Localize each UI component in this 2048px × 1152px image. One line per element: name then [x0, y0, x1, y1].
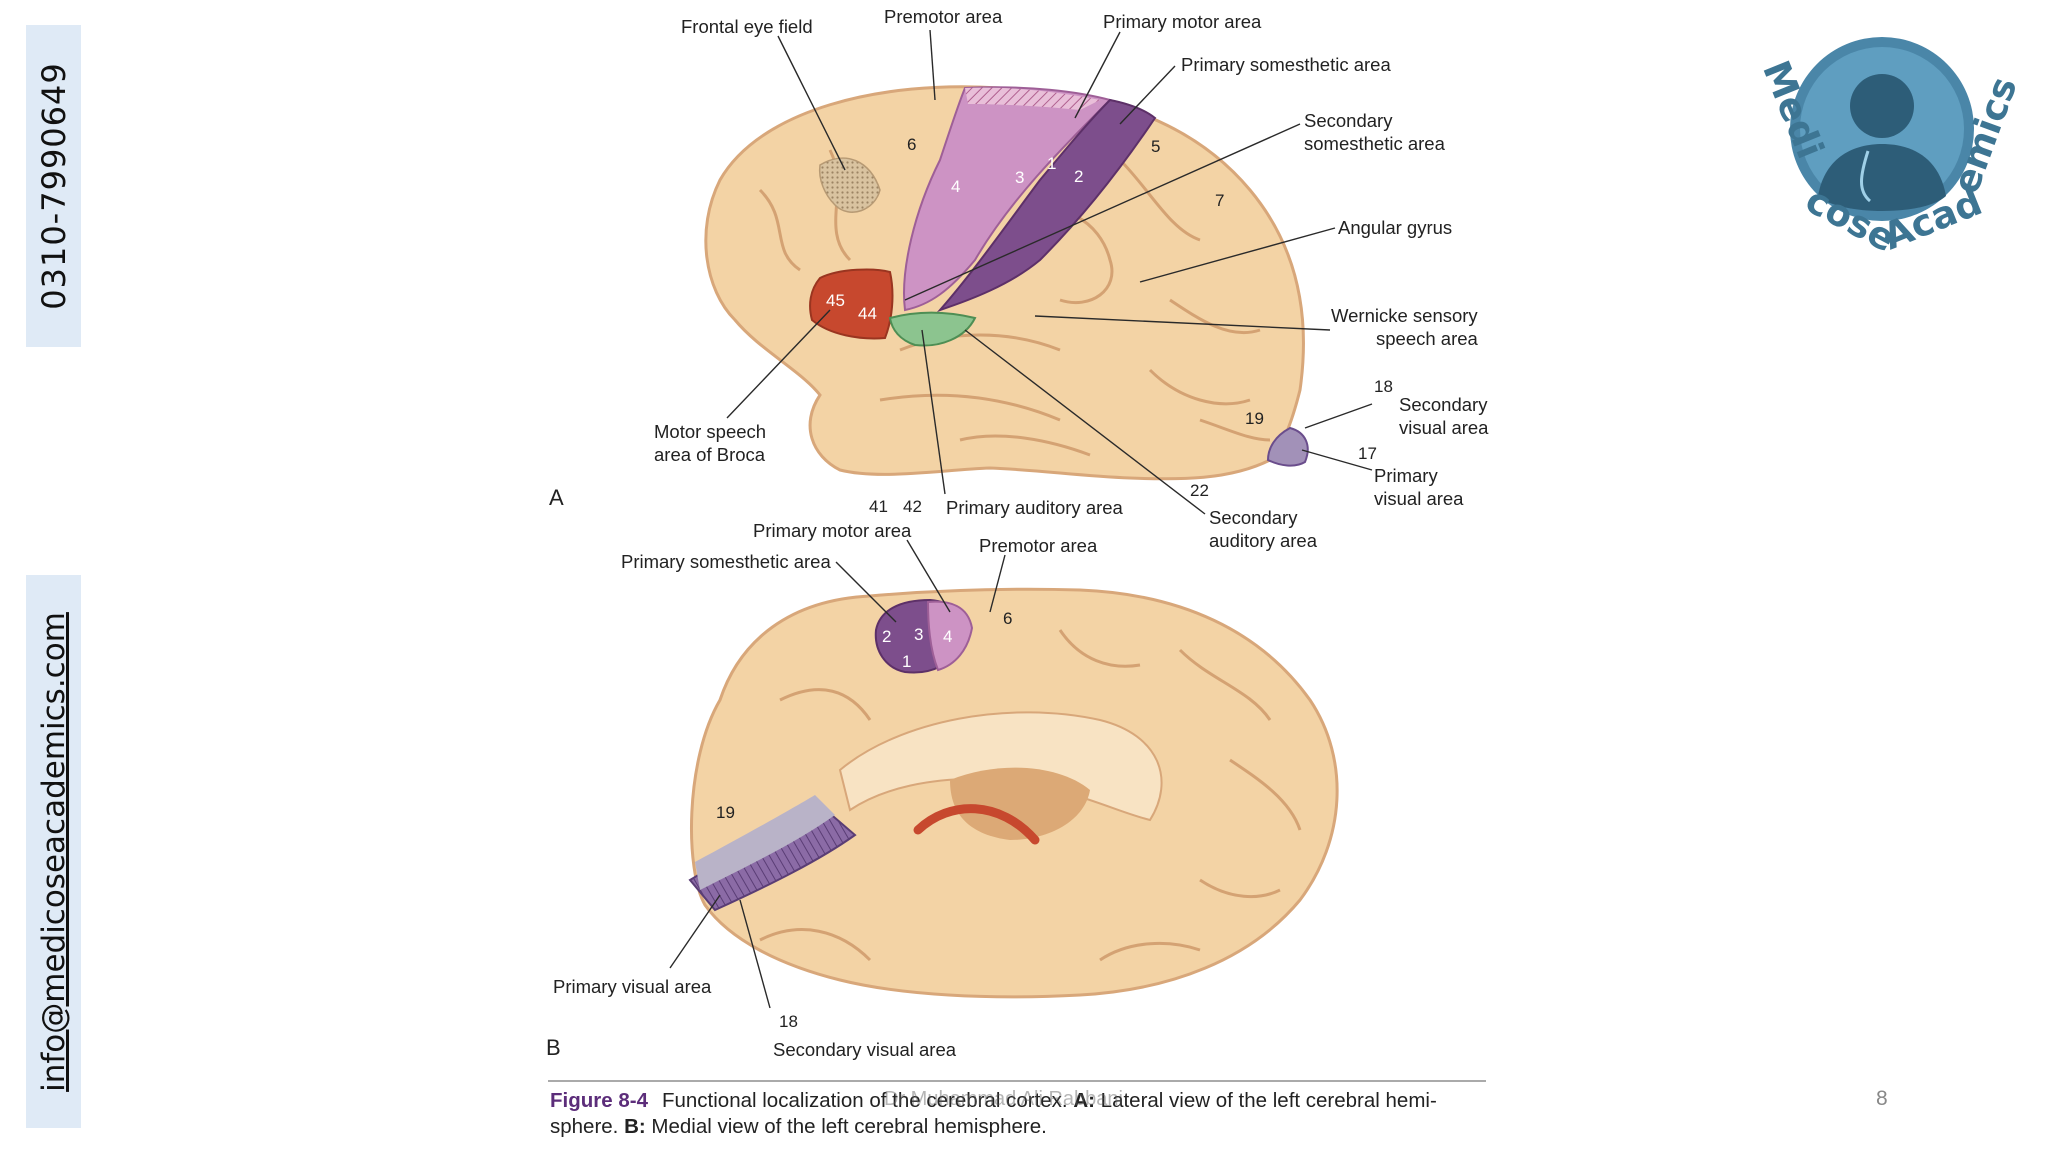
- area-number-44: 44: [858, 304, 877, 323]
- label-broca-1: Motor speech: [654, 421, 766, 442]
- label-secondary-somesthetic-2: somesthetic area: [1304, 133, 1446, 154]
- area-number-1: 1: [1047, 154, 1056, 173]
- label-primary-visual-2: visual area: [1374, 488, 1464, 509]
- area-b-number-2: 2: [882, 627, 891, 646]
- area-b-number-3: 3: [914, 625, 923, 644]
- label-secondary-somesthetic-1: Secondary: [1304, 110, 1393, 131]
- page-number: 8: [1876, 1087, 1888, 1111]
- label-primary-motor-area: Primary motor area: [1103, 11, 1262, 32]
- lateral-brain: Frontal eye field Premotor area Primary …: [549, 6, 1489, 551]
- label-frontal-eye-field: Frontal eye field: [681, 16, 813, 37]
- caption-divider: [548, 1080, 1486, 1082]
- caption-text-3: Medial view of the left cerebral hemisph…: [646, 1115, 1047, 1138]
- area-number-22: 22: [1190, 481, 1209, 500]
- label-premotor-area: Premotor area: [884, 6, 1003, 27]
- label-b-primary-visual-area: Primary visual area: [553, 976, 712, 997]
- label-primary-auditory-area: Primary auditory area: [946, 497, 1124, 518]
- label-b-primary-motor-area: Primary motor area: [753, 520, 912, 541]
- caption-b-label: B:: [624, 1115, 646, 1138]
- area-number-45: 45: [826, 291, 845, 310]
- label-b-premotor-area: Premotor area: [979, 535, 1098, 556]
- area-number-2: 2: [1074, 167, 1083, 186]
- area-b-number-19: 19: [716, 803, 735, 822]
- label-primary-visual-1: Primary: [1374, 465, 1438, 486]
- area-number-41: 41: [869, 497, 888, 516]
- area-number-19: 19: [1245, 409, 1264, 428]
- area-number-7: 7: [1215, 191, 1224, 210]
- area-b-number-1: 1: [902, 652, 911, 671]
- caption-figure-number: Figure 8-4: [550, 1089, 648, 1112]
- label-secondary-auditory-1: Secondary: [1209, 507, 1298, 528]
- area-b-number-6: 6: [1003, 609, 1012, 628]
- area-number-4: 4: [951, 177, 960, 196]
- label-b-secondary-visual-area: Secondary visual area: [773, 1039, 957, 1060]
- label-secondary-visual-2: visual area: [1399, 417, 1489, 438]
- label-angular-gyrus: Angular gyrus: [1338, 217, 1452, 238]
- label-wernicke-2: speech area: [1376, 328, 1479, 349]
- area-number-18: 18: [1374, 377, 1393, 396]
- label-wernicke-1: Wernicke sensory: [1331, 305, 1478, 326]
- area-number-6: 6: [907, 135, 916, 154]
- panel-letter-b: B: [546, 1035, 561, 1060]
- medicose-academics-logo: Medi cose Acad emics: [1740, 26, 2020, 266]
- area-number-42: 42: [903, 497, 922, 516]
- label-b-primary-somesthetic-area: Primary somesthetic area: [621, 551, 831, 572]
- label-secondary-auditory-2: auditory area: [1209, 530, 1318, 551]
- broca-region: [810, 270, 892, 339]
- doctor-head-icon: [1850, 74, 1914, 138]
- label-broca-2: area of Broca: [654, 444, 766, 465]
- area-number-5: 5: [1151, 137, 1160, 156]
- author-footer: Dr Muhammad Ali Rabbani: [884, 1088, 1123, 1111]
- label-secondary-visual-1: Secondary: [1399, 394, 1488, 415]
- panel-letter-a: A: [549, 485, 564, 510]
- label-primary-somesthetic-area: Primary somesthetic area: [1181, 54, 1391, 75]
- area-number-3: 3: [1015, 168, 1024, 187]
- area-number-17: 17: [1358, 444, 1377, 463]
- area-b-number-18: 18: [779, 1012, 798, 1031]
- medial-brain: Primary motor area Primary somesthetic a…: [546, 520, 1337, 1060]
- area-b-number-4: 4: [943, 627, 952, 646]
